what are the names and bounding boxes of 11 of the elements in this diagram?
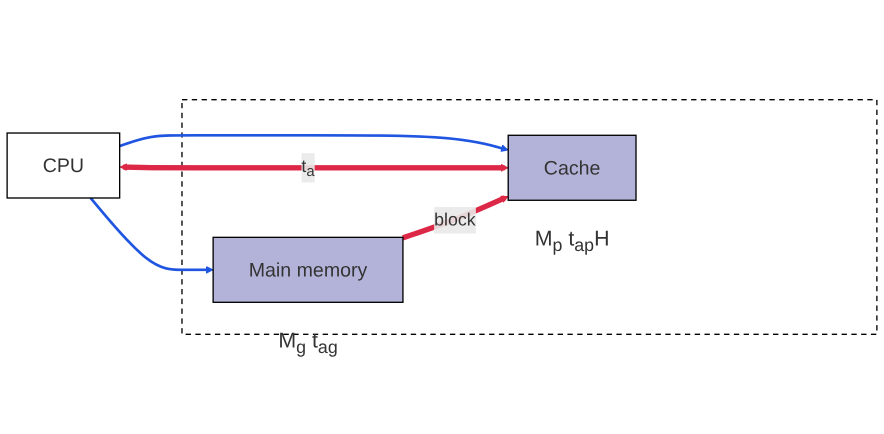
node-box — [6, 132, 120, 199]
node-label: M$_{p}$ t$_{ap}$H — [534, 226, 610, 256]
arrow — [119, 134, 509, 152]
arrow — [402, 195, 509, 240]
node-label: M$_{g}$ t$_{ag}$ — [278, 329, 338, 358]
arrow — [120, 163, 509, 172]
node-box — [212, 236, 404, 303]
edge-label: t$_{a}$ — [301, 156, 315, 180]
node-box — [508, 134, 637, 201]
edge-label: block — [434, 210, 476, 230]
arrow — [90, 197, 214, 274]
